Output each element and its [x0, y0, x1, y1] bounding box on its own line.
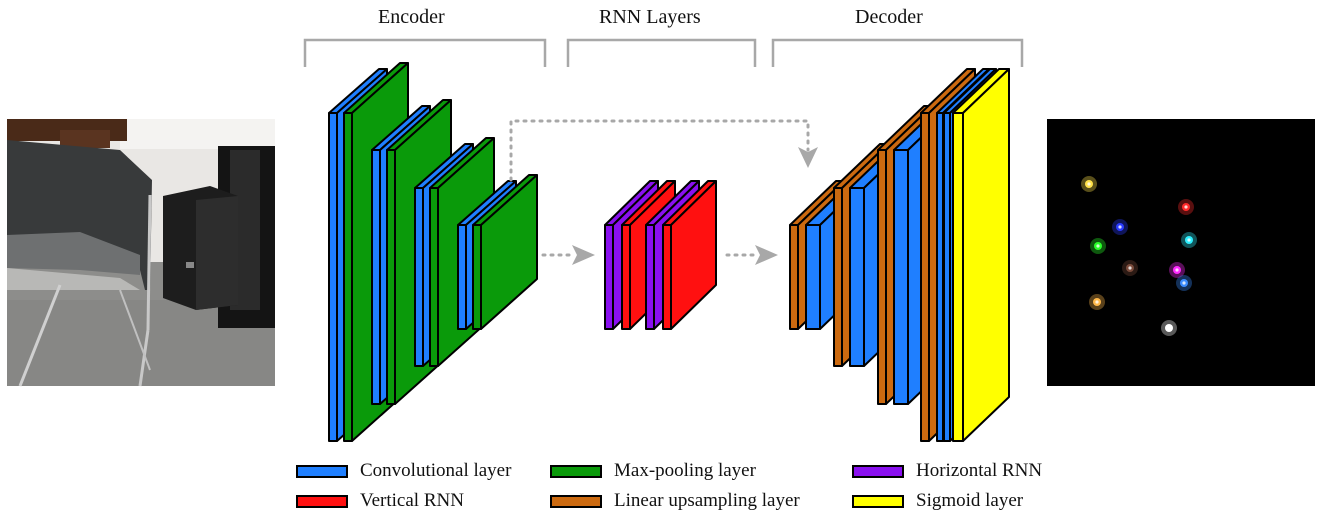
flow-arrows	[509, 119, 818, 265]
legend-label: Horizontal RNN	[916, 460, 1043, 481]
legend-label: Sigmoid layer	[916, 490, 1024, 511]
keypoint-core	[1182, 281, 1186, 285]
keypoint-core	[1175, 268, 1179, 272]
legend-swatch	[550, 464, 602, 478]
legend-label: Linear upsampling layer	[614, 490, 800, 511]
legend-label: Vertical RNN	[360, 490, 464, 511]
legend-swatch	[852, 494, 904, 508]
rnn-layers-title: RNN Layers	[599, 6, 701, 28]
legend-item: Convolutional layer	[296, 460, 511, 482]
rnn-bracket	[566, 38, 757, 67]
keypoint-core	[1087, 182, 1091, 186]
keypoint-core	[1095, 300, 1099, 304]
legend-swatch	[296, 494, 348, 508]
keypoint-core	[1187, 238, 1191, 242]
legend-item: Max-pooling layer	[550, 460, 756, 482]
arrowhead-rnn-to-dec	[755, 245, 778, 265]
legend-swatch	[852, 464, 904, 478]
legend-label: Convolutional layer	[360, 460, 512, 481]
decoder-bracket	[771, 38, 1024, 67]
keypoint-core	[1184, 205, 1188, 209]
decoder-title: Decoder	[855, 6, 923, 28]
legend-item: Horizontal RNN	[852, 460, 1042, 482]
encoder-title: Encoder	[378, 6, 445, 28]
legend-swatch	[296, 464, 348, 478]
section-brackets	[303, 38, 1024, 67]
keypoint-core	[1128, 266, 1132, 270]
encoder-bracket	[303, 38, 547, 67]
keypoint-core	[1118, 225, 1122, 229]
output-heatmap	[1047, 119, 1315, 386]
sigmoid-layer	[952, 68, 1010, 442]
layer-stack	[328, 62, 1010, 442]
vrnn-layer-2	[662, 180, 717, 330]
legend-item: Linear upsampling layer	[550, 490, 800, 512]
legend-item: Vertical RNN	[296, 490, 464, 512]
arrowhead-skip	[798, 147, 818, 168]
legend-item: Sigmoid layer	[852, 490, 1023, 512]
input-image	[7, 119, 275, 387]
pool-layer-enc-4	[472, 174, 538, 330]
legend-swatch	[550, 494, 602, 508]
legend-label: Max-pooling layer	[614, 460, 756, 481]
skip-connection	[509, 119, 810, 182]
keypoint-core	[1096, 244, 1100, 248]
arrowhead-enc-to-rnn	[572, 245, 595, 265]
keypoint-core	[1167, 326, 1171, 330]
